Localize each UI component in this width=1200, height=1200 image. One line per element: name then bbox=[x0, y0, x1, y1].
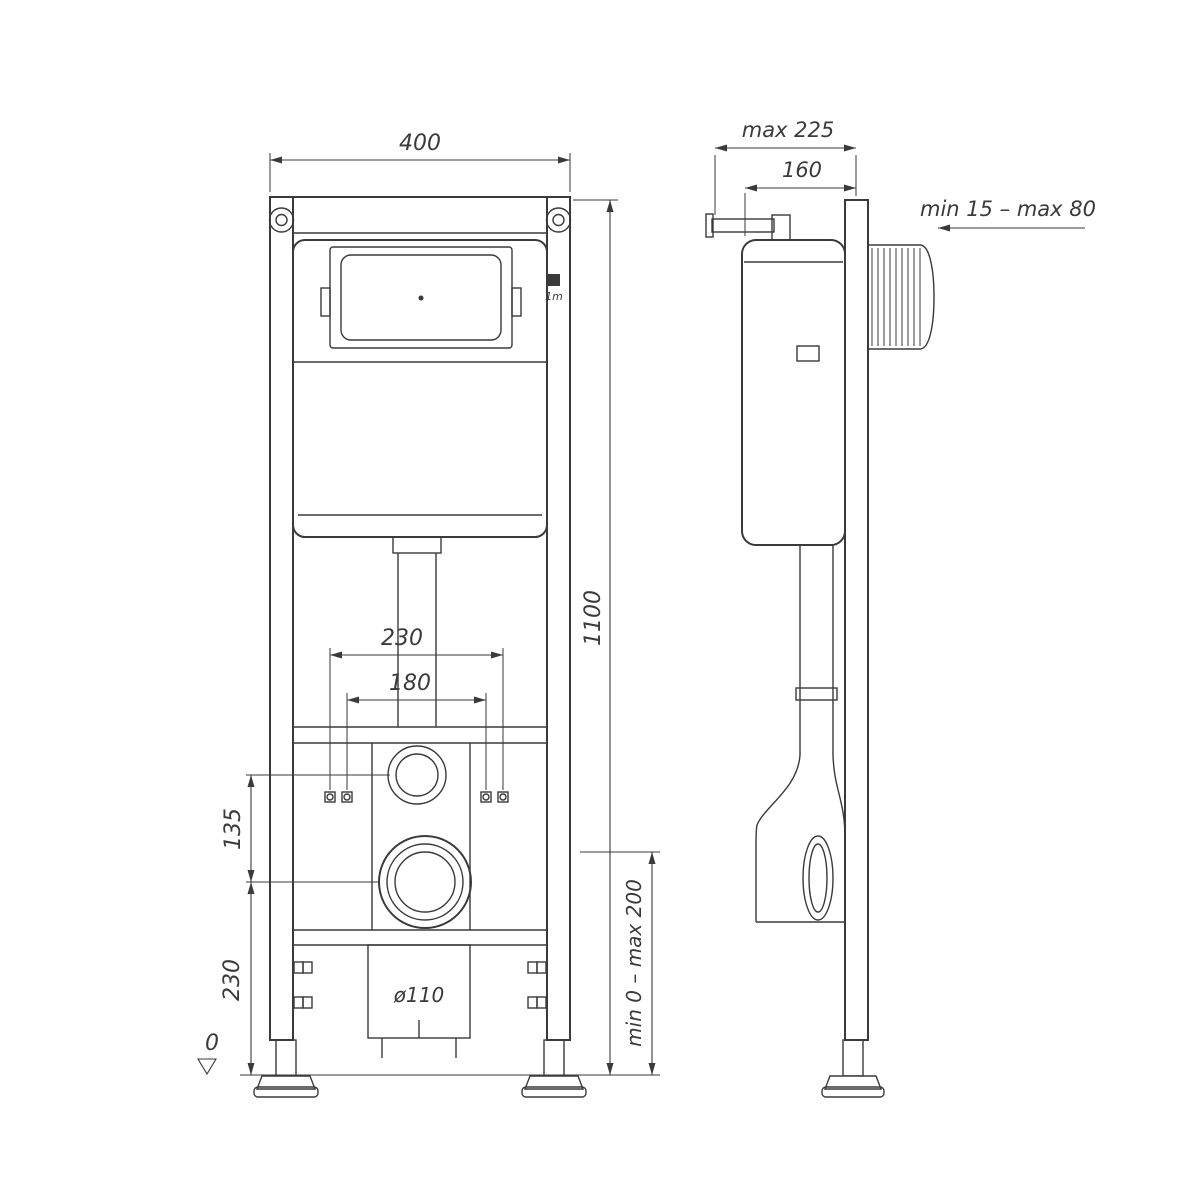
outlet-bracket bbox=[371, 743, 471, 930]
lower-cross-member bbox=[293, 929, 547, 946]
dim-135-label: 135 bbox=[221, 808, 246, 850]
rail-bolts bbox=[293, 961, 547, 1009]
drain-box: ø110 bbox=[367, 944, 471, 1058]
dim-bolt-230: 230 bbox=[329, 626, 504, 790]
dim-bolt-180: 180 bbox=[346, 671, 487, 790]
stud-hatching bbox=[871, 248, 921, 346]
dim-160: 160 bbox=[744, 158, 856, 236]
mounting-hole-right bbox=[545, 207, 572, 233]
meter-mark: 1m bbox=[545, 274, 563, 303]
water-connection bbox=[387, 745, 447, 805]
outlet-flange bbox=[802, 835, 834, 921]
toilet-fixing-bolts bbox=[324, 791, 509, 803]
dim-135: 135 bbox=[221, 774, 390, 883]
toilet-outlet-circles bbox=[378, 835, 472, 929]
meter-mark-label: 1m bbox=[545, 290, 563, 303]
mounting-hole-left bbox=[268, 207, 295, 233]
side-foot bbox=[821, 1039, 885, 1098]
dim-max-225: max 225 bbox=[714, 118, 857, 215]
flush-plate-dot bbox=[418, 295, 424, 301]
dim-height-label: 1100 bbox=[581, 590, 606, 646]
dim-stud-adjust-label: min 15 – max 80 bbox=[920, 197, 1096, 221]
left-rail bbox=[269, 196, 294, 1041]
left-foot bbox=[253, 1039, 319, 1098]
dim-outlet-height-230: 230 bbox=[220, 882, 255, 1075]
front-frame: 1m bbox=[253, 196, 587, 1098]
flush-plate bbox=[320, 246, 522, 349]
dimensions: 400 1100 min 0 – max 200 230 180 bbox=[197, 118, 1096, 1076]
flush-bend-side bbox=[755, 545, 846, 923]
dim-height-1100: 1100 bbox=[573, 199, 618, 1075]
datum-zero: 0 bbox=[197, 1031, 219, 1076]
side-rail bbox=[844, 199, 869, 1041]
dim-bolt-230-label: 230 bbox=[381, 626, 423, 651]
dim-outlet-adjust: min 0 – max 200 bbox=[580, 851, 660, 1075]
datum-zero-label: 0 bbox=[205, 1031, 219, 1056]
right-rail bbox=[546, 196, 571, 1041]
cistern-body bbox=[292, 239, 548, 538]
side-view bbox=[705, 199, 935, 1098]
upper-cross-member bbox=[293, 726, 547, 744]
dim-width-label: 400 bbox=[399, 131, 441, 156]
wall-studs bbox=[868, 244, 935, 350]
cistern-front bbox=[292, 239, 548, 538]
right-foot bbox=[521, 1039, 587, 1098]
dim-stud-adjust: min 15 – max 80 bbox=[920, 197, 1096, 232]
water-supply-pipe bbox=[705, 213, 791, 241]
drain-diameter-label: ø110 bbox=[393, 983, 444, 1007]
datum-triangle bbox=[197, 1058, 217, 1076]
dim-outlet-adjust-label: min 0 – max 200 bbox=[622, 879, 646, 1047]
dim-outlet-height-label: 230 bbox=[220, 959, 245, 1001]
dim-width-400: 400 bbox=[269, 131, 571, 192]
front-view: 1m bbox=[253, 196, 587, 1098]
dim-160-label: 160 bbox=[782, 158, 822, 182]
cistern-side bbox=[741, 239, 846, 546]
dim-bolt-180-label: 180 bbox=[389, 671, 431, 696]
dim-max-225-label: max 225 bbox=[742, 118, 835, 142]
